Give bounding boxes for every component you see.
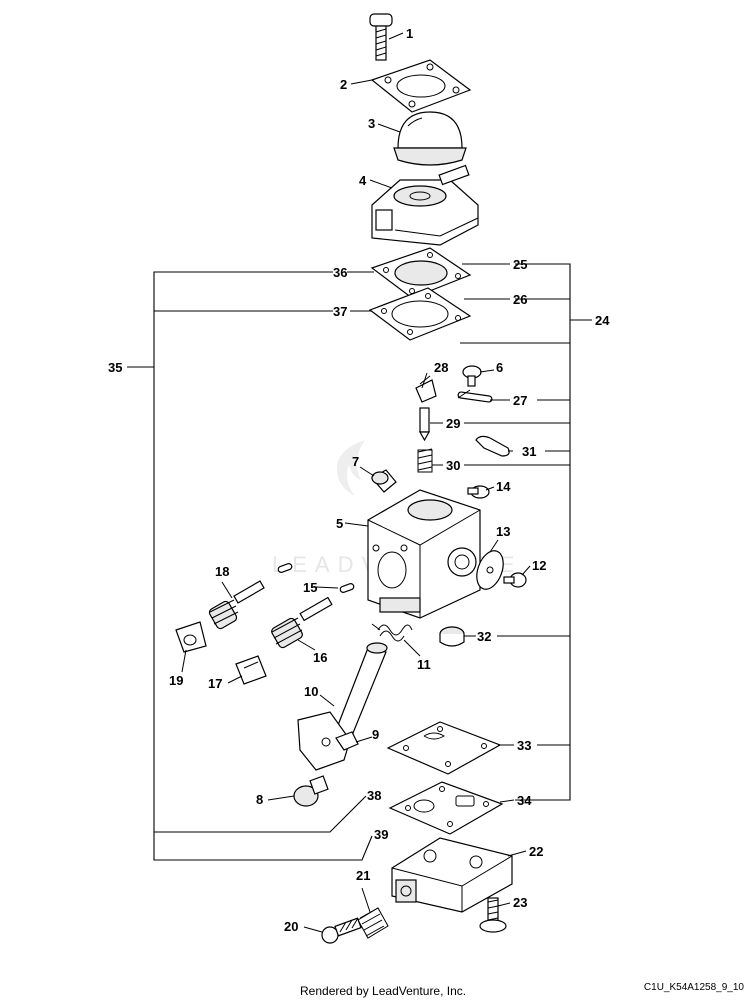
part-19-limiter-cap	[175, 621, 207, 653]
callout-35: 35	[108, 360, 122, 375]
callout-labels: 1 2 3 4 25 36 26 37 24 35 28 6 27 29 31 …	[108, 26, 610, 934]
part-18-mixture-needle	[208, 580, 265, 630]
part-3-primer-bulb	[393, 111, 467, 166]
callout-2: 2	[340, 77, 347, 92]
part-15-pin-a	[277, 563, 293, 573]
part-30-spring	[417, 448, 433, 473]
footer-credit: Rendered by LeadVenture, Inc.	[300, 984, 467, 998]
part-37-gasket	[368, 287, 472, 341]
part-4-pump-cover	[371, 164, 479, 246]
part-15-pin-b	[339, 583, 355, 593]
callout-17: 17	[208, 676, 222, 691]
callout-36: 36	[333, 265, 347, 280]
part-12-screw	[503, 572, 527, 588]
callout-31: 31	[522, 444, 536, 459]
part-36-diaphragm	[370, 247, 472, 299]
callout-25: 25	[513, 257, 527, 272]
callout-7: 7	[352, 454, 359, 469]
callout-24: 24	[595, 313, 610, 328]
callout-16: 16	[313, 650, 327, 665]
callout-38: 38	[367, 788, 381, 803]
callout-27: 27	[513, 393, 527, 408]
callout-37: 37	[333, 304, 347, 319]
part-6-screw	[462, 365, 482, 387]
callout-23: 23	[513, 895, 527, 910]
callout-34: 34	[517, 793, 532, 808]
callout-32: 32	[477, 629, 491, 644]
part-5-carburetor-body	[367, 489, 481, 619]
part-29-needle	[418, 407, 431, 442]
part-33-gasket	[386, 721, 502, 775]
part-13-disk	[476, 550, 504, 590]
callout-6: 6	[496, 360, 503, 375]
kit-bracket-24	[460, 263, 592, 801]
kit-bracket-35	[127, 271, 373, 861]
callout-39: 39	[374, 827, 388, 842]
part-2-gasket	[370, 59, 472, 113]
part-27-pin	[457, 391, 493, 403]
callout-4: 4	[359, 173, 367, 188]
part-34-plate	[388, 781, 504, 835]
part-21-spring	[357, 907, 389, 939]
part-8-knob	[293, 775, 329, 807]
callout-15: 15	[303, 580, 317, 595]
callout-3: 3	[368, 116, 375, 131]
part-11-spring	[371, 623, 413, 642]
part-31-pin	[475, 435, 510, 457]
part-10-throttle-shaft	[297, 642, 388, 771]
part-1-screw	[369, 13, 393, 61]
part-22-pump-body	[391, 837, 513, 913]
callout-5: 5	[336, 516, 343, 531]
callout-19: 19	[169, 673, 183, 688]
callout-18: 18	[215, 564, 229, 579]
part-20-screw	[321, 917, 362, 944]
callout-12: 12	[532, 558, 546, 573]
callout-10: 10	[304, 684, 318, 699]
callout-13: 13	[496, 524, 510, 539]
callout-26: 26	[513, 292, 527, 307]
callout-21: 21	[356, 868, 370, 883]
part-17-limiter-cap	[235, 655, 267, 685]
callout-8: 8	[256, 792, 263, 807]
part-16-mixture-needle	[271, 596, 333, 649]
callout-30: 30	[446, 458, 460, 473]
callout-20: 20	[284, 919, 298, 934]
callout-11: 11	[417, 657, 431, 672]
part-28-metering-lever	[415, 375, 437, 403]
part-23-screw	[479, 897, 507, 933]
callout-9: 9	[372, 727, 379, 742]
part-7-plug	[371, 469, 397, 493]
callout-22: 22	[529, 844, 543, 859]
callout-28: 28	[434, 360, 448, 375]
part-32-filter	[439, 626, 465, 647]
part-9-clip	[335, 731, 359, 751]
part-14-screw	[467, 485, 490, 499]
callout-14: 14	[496, 479, 511, 494]
leader-lines	[181, 32, 531, 933]
callout-1: 1	[406, 26, 413, 41]
footer-diagram-code: C1U_K54A1258_9_10	[643, 982, 744, 993]
callout-29: 29	[446, 416, 460, 431]
callout-33: 33	[517, 738, 531, 753]
